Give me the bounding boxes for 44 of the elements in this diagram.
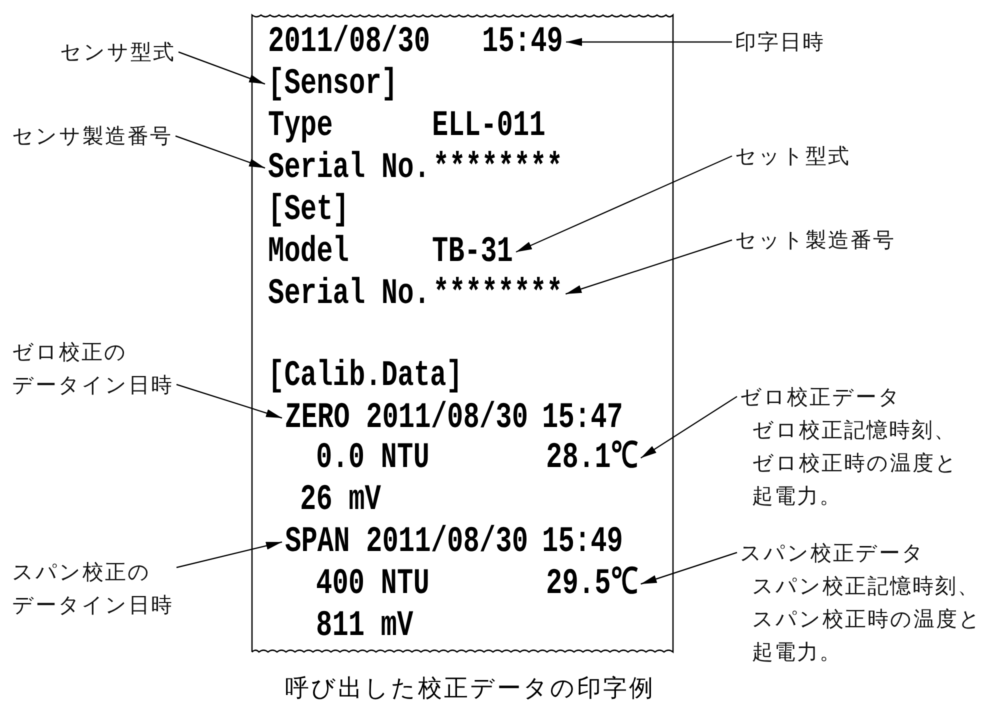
- leader-line: [175, 135, 266, 169]
- printed-text: 15:49: [482, 24, 564, 60]
- callout-label: ゼロ校正のデータイン日時: [12, 338, 174, 398]
- printed-text: 400 NTU: [316, 566, 430, 602]
- leader-line: [640, 552, 738, 585]
- printed-text: 15:49: [542, 524, 624, 560]
- printed-text: [Sensor]: [268, 66, 398, 102]
- leader-line: [176, 541, 282, 568]
- leader-line: [176, 384, 282, 419]
- leader-line: [566, 38, 732, 46]
- leader-line: [565, 239, 732, 295]
- printed-text: SPAN 2011/08/30: [285, 524, 528, 560]
- printed-text: ********: [433, 276, 563, 312]
- callout-label: センサ型式: [60, 38, 176, 66]
- printed-text: 0.0 NTU: [316, 440, 430, 476]
- callout-label: ゼロ校正データ: [740, 384, 902, 410]
- leader-line: [640, 396, 738, 458]
- printed-text: 15:47: [542, 400, 624, 436]
- printed-text: 811 mV: [316, 608, 414, 644]
- printed-text: Serial No.: [268, 276, 430, 312]
- printed-text: ELL-011: [432, 108, 546, 144]
- printed-text: ********: [433, 150, 563, 186]
- printed-text: Model: [268, 234, 350, 270]
- printed-text: Serial No.: [268, 150, 430, 186]
- callout-text: スパン校正記憶時刻、スパン校正時の温度と起電力。: [752, 572, 982, 666]
- callout-label: スパン校正のデータイン日時: [12, 558, 174, 618]
- printed-text: 2011/08/30: [268, 24, 430, 60]
- printed-text: [Calib.Data]: [268, 358, 462, 394]
- printed-text: 28.1℃: [546, 440, 638, 476]
- printed-text: TB-31: [432, 234, 514, 270]
- printed-text: ZERO 2011/08/30: [285, 400, 528, 436]
- printed-text: Type: [268, 108, 333, 144]
- callout-label: センサ製造番号: [12, 122, 172, 150]
- leader-line: [178, 51, 266, 85]
- callout-label: スパン校正データ: [740, 540, 926, 566]
- printed-text: 26 mV: [300, 482, 382, 518]
- caption: 呼び出した校正データの印字例: [285, 673, 655, 704]
- callout-text: ゼロ校正記憶時刻、ゼロ校正時の温度と起電力。: [752, 416, 958, 510]
- printed-text: [Set]: [268, 192, 350, 228]
- leader-line: [516, 155, 732, 253]
- callout-label: 印字日時: [735, 28, 825, 56]
- printed-text: 29.5℃: [546, 566, 638, 602]
- callout-label: セット製造番号: [735, 226, 896, 254]
- callout-label: セット型式: [735, 142, 850, 170]
